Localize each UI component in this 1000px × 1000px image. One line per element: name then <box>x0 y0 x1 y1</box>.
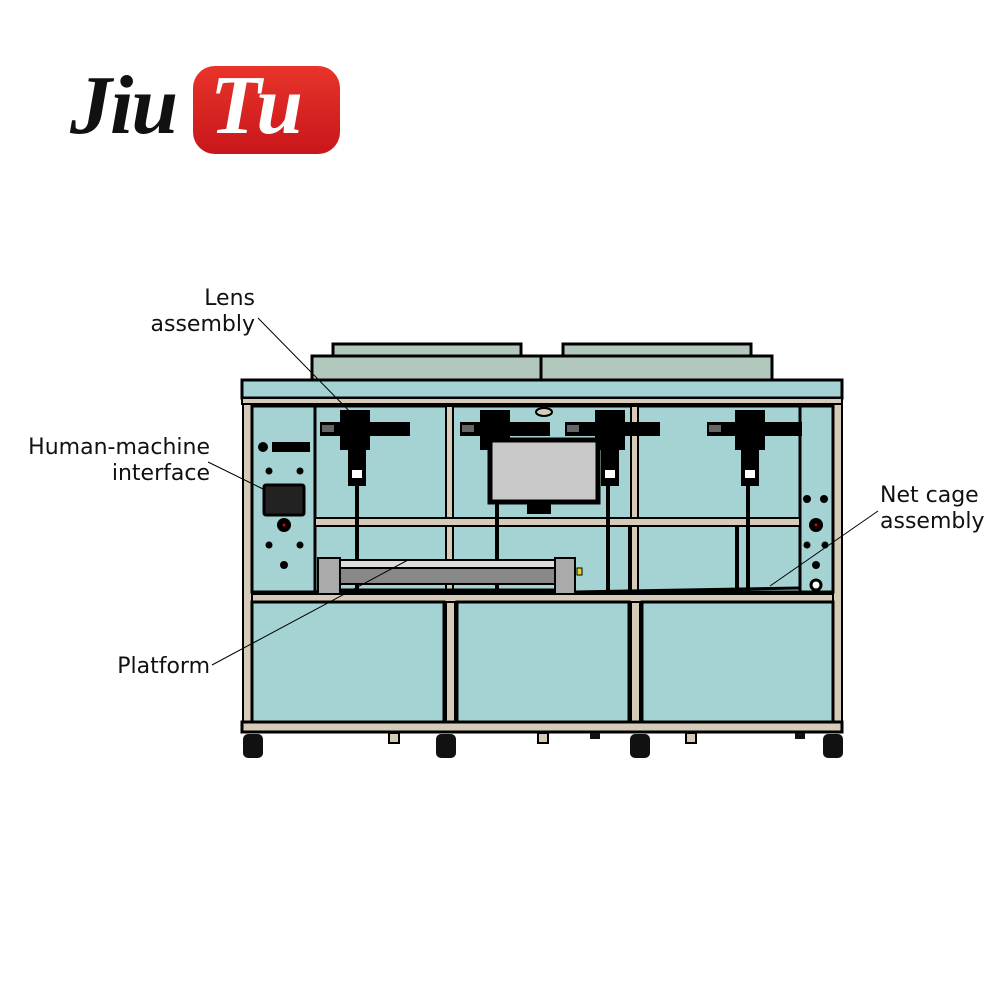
central-screen <box>487 437 601 505</box>
top-covers <box>310 342 774 383</box>
top-rail <box>241 397 843 405</box>
callout-hmi-line2: interface <box>111 461 210 486</box>
callout-net-cage-assembly: Net cage assembly <box>880 483 1000 535</box>
top-deck <box>240 378 844 400</box>
logo-text-tu: Tu <box>210 59 303 152</box>
leader-lines <box>207 317 879 666</box>
callout-platform: Platform <box>100 654 210 680</box>
hmi-screen <box>262 483 306 517</box>
callout-hmi-line1: Human-machine <box>28 435 210 460</box>
platform <box>317 557 801 595</box>
callout-human-machine-interface: Human-machine interface <box>10 435 210 487</box>
callout-lens-line2: assembly <box>150 312 255 337</box>
bottom-rail <box>240 720 844 734</box>
callout-netcage-line1: Net cage <box>880 483 979 508</box>
caster-feet <box>243 732 843 758</box>
lower-cabinet <box>250 600 835 724</box>
callout-lens-assembly: Lens assembly <box>140 286 255 338</box>
callout-platform-line1: Platform <box>117 654 210 679</box>
callout-netcage-line2: assembly <box>880 509 985 534</box>
logo-text-jiu: Jiu <box>70 59 178 152</box>
callout-lens-line1: Lens <box>204 286 255 311</box>
logo-badge <box>193 66 340 154</box>
hmi-panel <box>258 442 310 569</box>
